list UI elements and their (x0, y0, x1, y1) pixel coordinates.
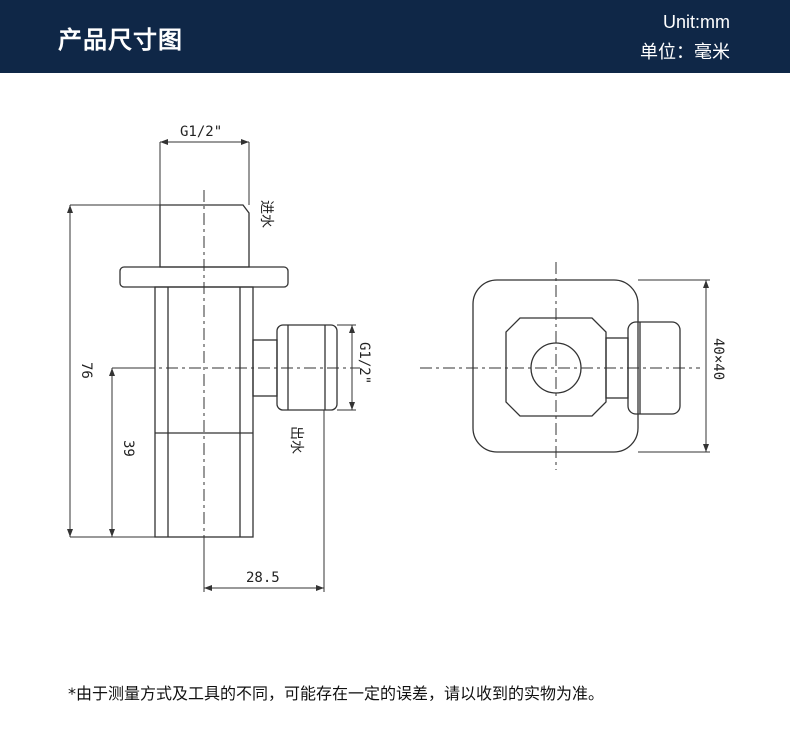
inlet-stub (159, 204, 250, 268)
hex-body (505, 317, 607, 417)
side-dimensions (69, 141, 356, 592)
top-outlet-nut (627, 321, 681, 415)
outlet-thread-label: G1/2" (356, 342, 372, 384)
total-height-label: 76 (78, 362, 94, 379)
dimension-arrows (67, 139, 709, 591)
outlet-height-label: 39 (120, 440, 136, 457)
unit-label-en: Unit:mm (663, 12, 730, 32)
side-view (119, 204, 338, 538)
top-view (472, 279, 681, 453)
unit-label-cn: 单位：毫米 (640, 42, 730, 63)
page-title: 产品尺寸图 (58, 26, 183, 54)
header-bar: 产品尺寸图 Unit:mm 单位：毫米 (0, 0, 790, 73)
inlet-circle (530, 342, 582, 394)
inlet-label: 进水 (258, 200, 274, 228)
flange-outline (472, 279, 639, 453)
centerlines (120, 190, 700, 560)
disclaimer-note: *由于测量方式及工具的不同，可能存在一定的误差，请以收到的实物为准。 (68, 684, 605, 703)
top-thread-label: G1/2" (180, 124, 222, 140)
dimension-drawing: G1/2" 进水 76 39 G1/2" 出水 28.5 40×40 (67, 124, 726, 592)
size-label: 40×40 (710, 338, 726, 380)
top-dimensions (638, 279, 710, 453)
outlet-offset-label: 28.5 (246, 570, 280, 586)
outlet-label: 出水 (288, 426, 304, 454)
